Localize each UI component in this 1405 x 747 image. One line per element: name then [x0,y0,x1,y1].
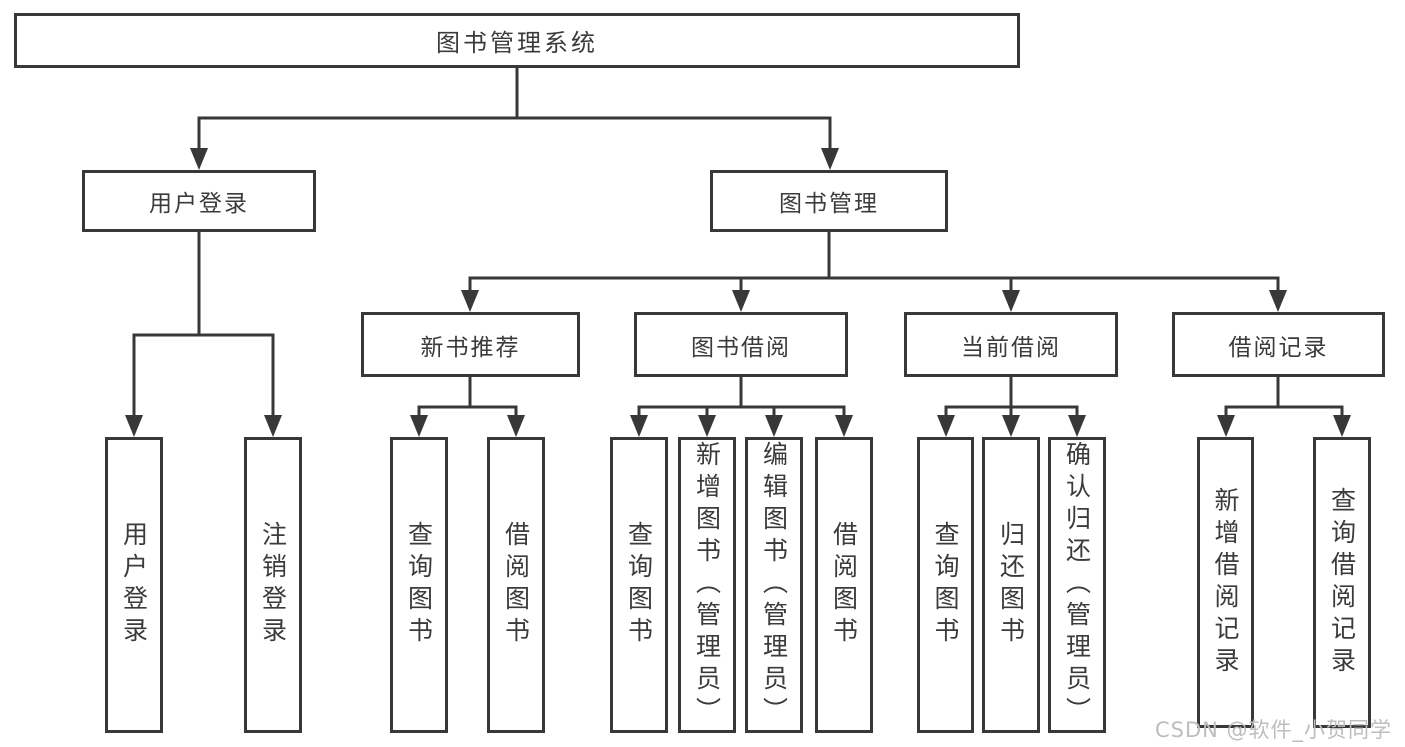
node-user-login: 用户登录 [82,170,316,232]
leaf-query-books-borrowing: 查询图书 [610,437,668,733]
leaf-query-books-recommend: 查询图书 [390,437,448,733]
node-book-borrowing: 图书借阅 [634,312,848,377]
leaf-return-books: 归还图书 [982,437,1040,733]
leaf-logout-login: 注销登录 [244,437,302,733]
node-library-management-system: 图书管理系统 [14,13,1020,68]
leaf-add-books-admin: 新增图书（管理员） [678,437,736,733]
node-current-borrowing: 当前借阅 [904,312,1118,377]
csdn-watermark: CSDN @软件_小贺同学 [1155,718,1393,742]
leaf-borrow-books: 借阅图书 [815,437,873,733]
node-book-management: 图书管理 [710,170,948,232]
node-borrowing-records: 借阅记录 [1172,312,1385,377]
leaf-confirm-return-admin: 确认归还（管理员） [1048,437,1106,733]
leaf-add-borrow-record: 新增借阅记录 [1197,437,1254,728]
leaf-query-borrow-record: 查询借阅记录 [1313,437,1371,728]
leaf-borrow-books-recommend: 借阅图书 [487,437,545,733]
leaf-user-login: 用户登录 [105,437,163,733]
leaf-edit-books-admin: 编辑图书（管理员） [745,437,803,733]
node-new-book-recommendation: 新书推荐 [361,312,580,377]
leaf-query-books-current: 查询图书 [917,437,974,733]
